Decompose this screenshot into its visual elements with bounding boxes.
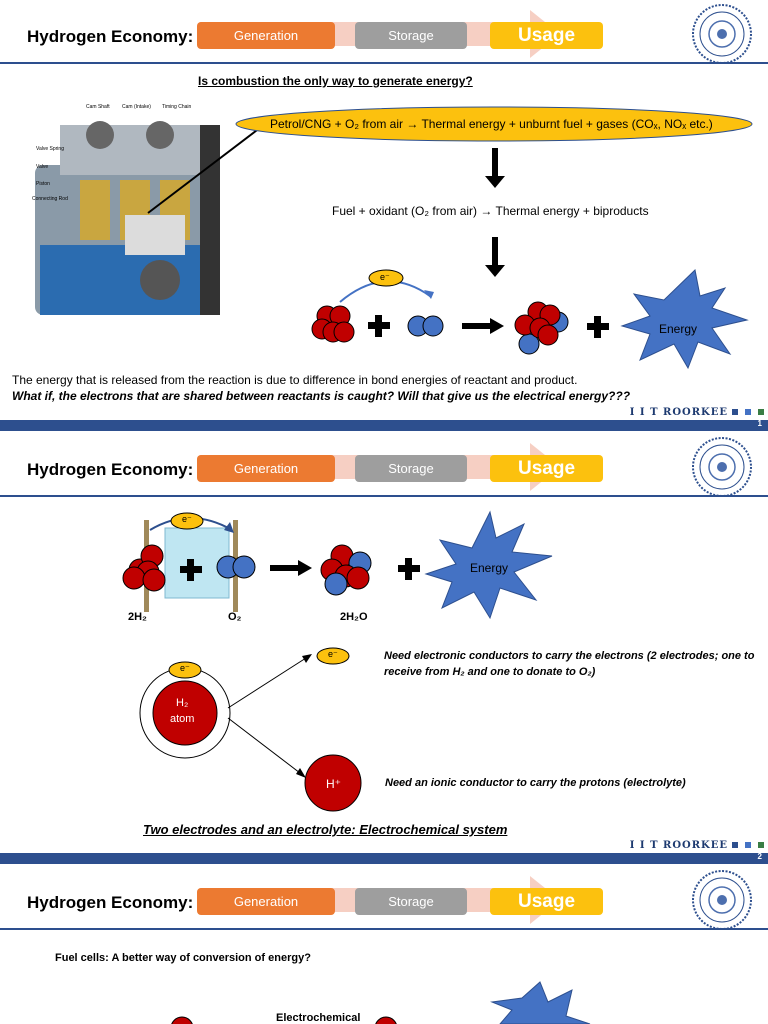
- footer-square: [732, 842, 738, 848]
- electronic-conductor-note: Need electronic conductors to carry the …: [384, 650, 755, 678]
- atom-label-atom: atom: [170, 713, 195, 725]
- electron-icon: [368, 269, 404, 287]
- footer-square: [745, 409, 751, 415]
- atom-label-h2: H₂: [176, 697, 189, 709]
- footer-square: [732, 409, 738, 415]
- iit-roorkee-seal-icon: [692, 437, 752, 497]
- energy-label: Energy: [470, 561, 509, 575]
- electron-icon: [168, 661, 202, 679]
- slide1-reaction-diagram: [311, 268, 749, 370]
- header-divider: [0, 495, 768, 497]
- step-generation: Generation: [197, 22, 335, 49]
- iit-roorkee-seal-icon: [692, 870, 752, 930]
- combustion-reaction: Petrol/CNG + O₂ from air → Thermal energ…: [270, 117, 713, 131]
- electron-label: e⁻: [380, 272, 390, 282]
- page-number: 2: [757, 852, 762, 861]
- electron-label: e⁻: [182, 514, 192, 524]
- slide1-connectors: [147, 106, 753, 277]
- footer-square: [758, 842, 764, 848]
- slide-title: Hydrogen Economy:: [27, 893, 194, 912]
- engine-label-cam-intake: Cam (Intake): [122, 104, 151, 110]
- step-storage: Storage: [355, 888, 467, 915]
- electron-label: e⁻: [180, 663, 190, 673]
- electron-label: e⁻: [328, 649, 338, 659]
- engine-label-piston: Piston: [36, 181, 50, 187]
- ionic-conductor-note: Need an ionic conductor to carry the pro…: [385, 777, 686, 789]
- label-2h2: 2H₂: [128, 611, 147, 623]
- slide2-electrochemical-diagram: [122, 510, 553, 812]
- proton-label: H⁺: [326, 777, 341, 791]
- step-generation: Generation: [197, 455, 335, 482]
- engine-label-valve: Valve: [36, 164, 49, 170]
- electrochemical-system-conclusion: Two electrodes and an electrolyte: Elect…: [143, 822, 508, 837]
- engine-label-cam-shaft: Cam Shaft: [86, 104, 110, 110]
- label-o2: O₂: [228, 611, 242, 623]
- iit-roorkee-footer-text: I I T ROORKEE: [629, 407, 728, 418]
- header-divider: [0, 62, 768, 64]
- electrochemical-label: Electrochemical: [276, 1012, 361, 1024]
- step-usage: Usage: [490, 888, 603, 915]
- footer-square: [758, 409, 764, 415]
- slide3-partial-diagram: [171, 981, 591, 1024]
- step-storage: Storage: [355, 22, 467, 49]
- footer-square: [745, 842, 751, 848]
- engine-label-timing-chain: Timing Chain: [162, 104, 192, 110]
- energy-label: Energy: [659, 322, 698, 336]
- slide-title: Hydrogen Economy:: [27, 27, 194, 46]
- slide-1: Hydrogen Economy: Generation Storage Usa…: [0, 0, 768, 432]
- iit-roorkee-footer-text: I I T ROORKEE: [629, 840, 728, 851]
- electron-capture-question: What if, the electrons that are shared b…: [12, 389, 631, 403]
- engine-cutaway-illustration: [35, 121, 220, 315]
- step-usage: Usage: [490, 455, 603, 482]
- iit-roorkee-seal-icon: [692, 4, 752, 64]
- footer-band: 2: [0, 852, 768, 864]
- fuel-cell-question: Fuel cells: A better way of conversion o…: [55, 952, 311, 964]
- electron-icon: [316, 647, 350, 665]
- engine-label-connecting-rod: Connecting Rod: [32, 196, 68, 202]
- step-storage: Storage: [355, 455, 467, 482]
- electron-icon: [170, 512, 204, 530]
- step-usage: Usage: [490, 22, 603, 49]
- slide-2: Hydrogen Economy: Generation Storage Usa…: [0, 433, 768, 866]
- general-reaction: Fuel + oxidant (O₂ from air) → Thermal e…: [332, 204, 649, 218]
- header-divider: [0, 928, 768, 930]
- slide-3: Hydrogen Economy: Generation Storage Usa…: [0, 866, 768, 1024]
- label-2h2o: 2H₂O: [340, 611, 368, 623]
- footer-band: 1: [0, 419, 768, 431]
- slide-title: Hydrogen Economy:: [27, 460, 194, 479]
- step-generation: Generation: [197, 888, 335, 915]
- combustion-question: Is combustion the only way to generate e…: [198, 74, 473, 88]
- engine-label-valve-spring: Valve Spring: [36, 146, 64, 152]
- page-number: 1: [757, 419, 762, 428]
- bond-energy-note: The energy that is released from the rea…: [12, 373, 578, 387]
